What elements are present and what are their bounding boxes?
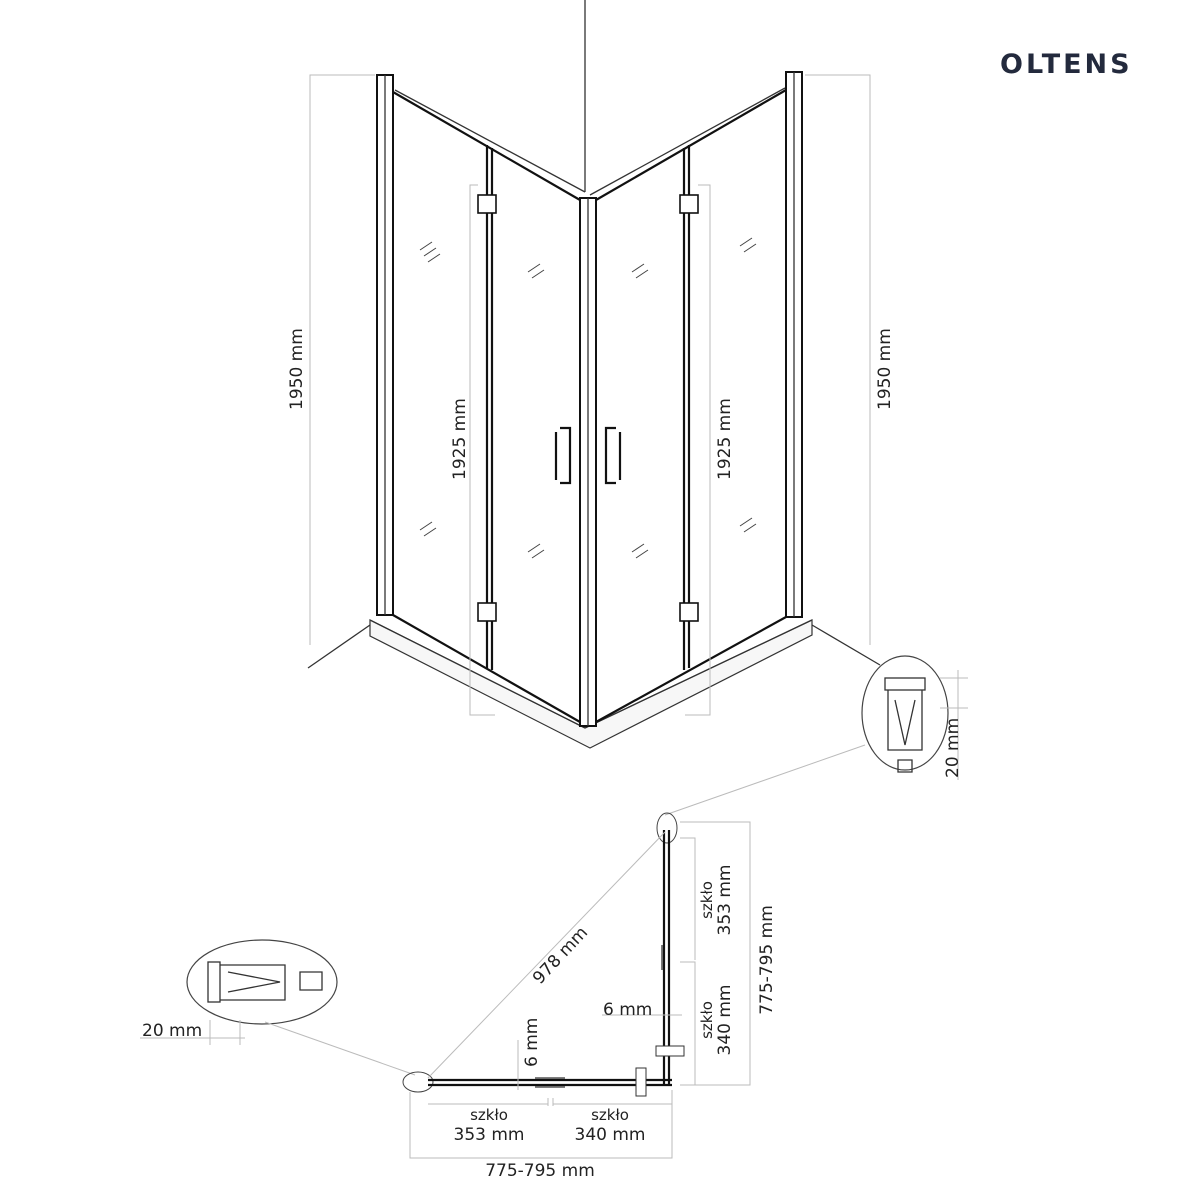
bottom-glass-1-value: 353 mm <box>454 1125 525 1145</box>
bottom-total-label: 775-795 mm <box>485 1161 595 1181</box>
elevation-dimensions <box>308 75 871 716</box>
room-walls <box>307 0 881 669</box>
side-glass-1-label: szkło <box>698 881 716 919</box>
profile-detail-left <box>140 939 416 1076</box>
plan-view <box>402 812 751 1159</box>
side-total-label: 775-795 mm <box>757 905 777 1015</box>
bottom-glass-1-label: szkło <box>470 1106 508 1124</box>
gap-right-6mm-label: 6 mm <box>603 1000 652 1020</box>
wall-profiles <box>376 71 803 618</box>
brand-logo: OLTENS <box>1000 49 1133 80</box>
bottom-glass-2-value: 340 mm <box>575 1125 646 1145</box>
door-height-right-label: 1925 mm <box>715 398 735 480</box>
profile-detail-right <box>664 655 968 816</box>
height-right-label: 1950 mm <box>875 328 895 410</box>
side-glass-1-value: 353 mm <box>715 865 735 936</box>
shower-tray <box>369 619 813 749</box>
side-glass-2-label: szkło <box>698 1001 716 1039</box>
diagonal-978-label: 978 mm <box>529 923 592 989</box>
glass-panels <box>392 89 787 727</box>
detail-right-20mm-label: 20 mm <box>943 718 963 778</box>
height-left-label: 1950 mm <box>287 328 307 410</box>
side-glass-2-value: 340 mm <box>715 985 735 1056</box>
bottom-glass-2-label: szkło <box>591 1106 629 1124</box>
gap-left-6mm-label: 6 mm <box>522 1018 542 1067</box>
detail-left-20mm-label: 20 mm <box>142 1021 202 1041</box>
door-height-left-label: 1925 mm <box>450 398 470 480</box>
